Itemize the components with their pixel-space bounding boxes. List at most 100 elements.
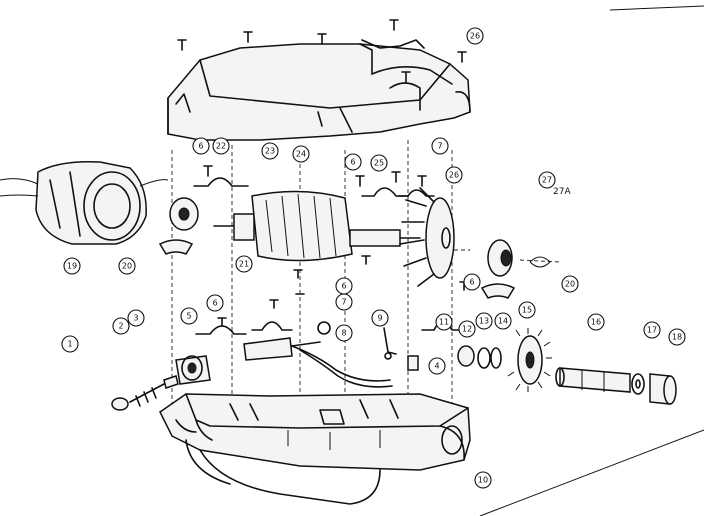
callout-c25: 25 [370, 154, 388, 172]
washer [631, 373, 645, 395]
callout-c2: 2 [112, 317, 130, 335]
lower-bracket-left [195, 321, 293, 335]
callout-number: 10 [478, 476, 488, 485]
callout-circle [235, 255, 253, 273]
callout-c10: 10 [474, 471, 492, 489]
callout-circle [474, 471, 492, 489]
callout-c14: 14 [494, 312, 512, 330]
top-screws [177, 19, 467, 83]
callout-circle [180, 307, 198, 325]
callout-c20b: 20 [561, 275, 579, 293]
callout-circle [431, 137, 449, 155]
assembly-guide-lines [171, 140, 561, 440]
callout-circle [587, 313, 605, 331]
bushing [649, 373, 677, 405]
callout-c13: 13 [475, 312, 493, 330]
callout-c17: 17 [643, 321, 661, 339]
callout-c18: 18 [668, 328, 686, 346]
callout-number: 26 [470, 32, 480, 41]
top-housing-cover [167, 39, 471, 141]
callout-number: 5 [186, 312, 191, 321]
power-cord [291, 345, 393, 388]
callout-number: 1 [67, 340, 72, 349]
worm-shaft [243, 321, 331, 361]
callout-c15: 15 [518, 301, 536, 319]
callout-number: 11 [439, 318, 449, 327]
callout-c26b: 26 [445, 166, 463, 184]
base-housing [159, 393, 471, 505]
callout-number: 8 [341, 329, 346, 338]
callout-circle [370, 154, 388, 172]
callout-number: 4 [434, 362, 439, 371]
callout-c11: 11 [435, 313, 453, 331]
callout-c19: 19 [63, 257, 81, 275]
bearing-holder-right [480, 283, 516, 299]
callout-number: 23 [265, 147, 275, 156]
callout-circle [463, 273, 481, 291]
callout-c16: 16 [587, 313, 605, 331]
callout-circle [475, 312, 493, 330]
small-screws-middle [217, 255, 469, 327]
callout-number: 9 [377, 314, 382, 323]
callout-c7b: 7 [335, 293, 353, 311]
callout-c6b: 6 [344, 153, 362, 171]
callout-circle [335, 324, 353, 342]
callout-number: 14 [498, 317, 508, 326]
callout-circle [212, 137, 230, 155]
callout-circle [127, 309, 145, 327]
callout-circle [344, 153, 362, 171]
callout-circle [445, 166, 463, 184]
margin-lines [479, 5, 704, 516]
callout-circle [261, 142, 279, 160]
callout-number: 13 [479, 317, 489, 326]
callout-circle [538, 171, 556, 189]
callout-number: 3 [133, 314, 138, 323]
bearing-clamp-left [193, 165, 249, 187]
callout-circle [192, 137, 210, 155]
callout-c6a: 6 [192, 137, 210, 155]
callout-number: 12 [462, 325, 472, 334]
callout-c6e: 6 [463, 273, 481, 291]
callout-c22: 22 [212, 137, 230, 155]
callout-number: 6 [198, 142, 203, 151]
callout-number: 6 [350, 158, 355, 167]
callout-c24: 24 [292, 145, 310, 163]
callout-number: 18 [672, 333, 682, 342]
callout-c26a: 26 [466, 27, 484, 45]
callout-c3: 3 [127, 309, 145, 327]
callout-c4: 4 [428, 357, 446, 375]
switch-lever [383, 327, 397, 360]
callout-circle [63, 257, 81, 275]
callout-number: 27 [542, 176, 552, 185]
callout-c6c: 6 [335, 277, 353, 295]
callout-number: 2 [118, 322, 123, 331]
bearing-holder-left [158, 239, 194, 255]
callout-number: 17 [647, 326, 657, 335]
callout-number: 26 [449, 171, 459, 180]
callout-number: 15 [522, 306, 532, 315]
callout-c8: 8 [335, 324, 353, 342]
callout-number: 7 [437, 142, 442, 151]
bearing-clamp-right [355, 171, 435, 197]
callout-c27: 27 [538, 171, 556, 189]
callout-c5: 5 [180, 307, 198, 325]
callout-circle [668, 328, 686, 346]
callout-c12: 12 [458, 320, 476, 338]
brush-holder [175, 355, 211, 385]
armature [213, 190, 421, 262]
callout-number: 6 [469, 278, 474, 287]
callout-circle [206, 294, 224, 312]
callout-circle [112, 317, 130, 335]
callout-circle [118, 257, 136, 275]
callout-c20a: 20 [118, 257, 136, 275]
callout-number: 20 [122, 262, 132, 271]
motor-field-assembly [0, 160, 169, 245]
callout-c6d: 6 [206, 294, 224, 312]
callout-number: 24 [296, 150, 306, 159]
callout-number: 22 [216, 142, 226, 151]
callout-circle [428, 357, 446, 375]
callout-number: 7 [341, 298, 346, 307]
callout-number: 19 [67, 262, 77, 271]
